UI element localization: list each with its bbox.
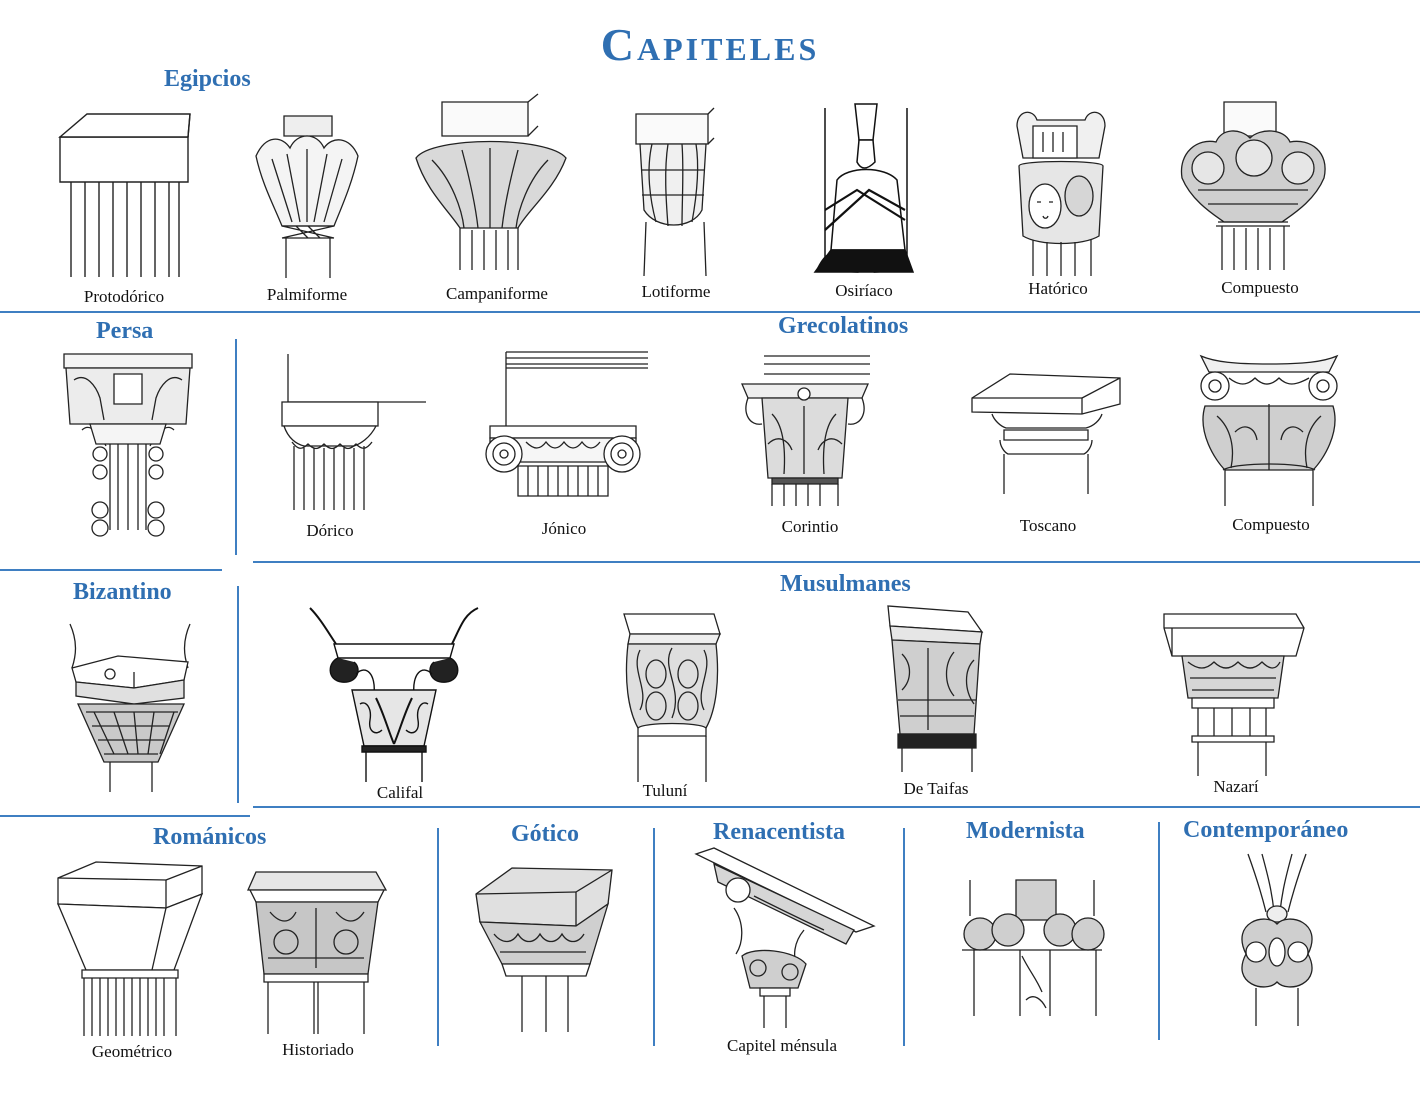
- label-corintio: Corintio: [781, 517, 839, 536]
- capital-modernista-image: [950, 876, 1114, 1018]
- heading-bizantino: Bizantino: [73, 579, 172, 605]
- capital-compuesto-grecolatino-image: [1195, 352, 1343, 508]
- label-dorico: Dórico: [306, 521, 354, 540]
- capital-contemporaneo-image: [1226, 852, 1328, 1028]
- divider-romanicos: [437, 828, 439, 1046]
- label-geometrico: Geométrico: [91, 1042, 173, 1061]
- divider-row-2b: [253, 561, 1420, 563]
- heading-contemporaneo: Contemporáneo: [1183, 817, 1349, 843]
- divider-gotico: [653, 828, 655, 1046]
- divider-bizantino: [237, 586, 239, 803]
- label-capitel-mensula: Capitel ménsula: [726, 1036, 838, 1055]
- page-title: Capiteles: [600, 19, 820, 70]
- label-campaniforme: Campaniforme: [446, 284, 548, 303]
- capital-jonico-image: [482, 350, 644, 500]
- label-toscano: Toscano: [1019, 516, 1077, 535]
- divider-row-1: [0, 311, 1420, 313]
- capital-compuesto-egipcio-image: [1178, 98, 1330, 272]
- heading-modernista: Modernista: [966, 818, 1085, 844]
- capital-osiriaco-image: [807, 100, 923, 274]
- label-osiriaco: Osiríaco: [835, 281, 893, 300]
- capital-lotiforme-image: [632, 110, 718, 278]
- divider-persa: [235, 339, 237, 555]
- capital-persa-image: [60, 350, 196, 546]
- capital-campaniforme-image: [412, 100, 570, 275]
- label-califal: Califal: [376, 783, 424, 802]
- heading-romanicos: Románicos: [153, 824, 267, 850]
- capital-corintio-image: [738, 354, 872, 508]
- label-lotiforme: Lotiforme: [641, 282, 711, 301]
- heading-egipcios: Egipcios: [164, 66, 251, 92]
- label-de-taifas: De Taifas: [903, 779, 969, 798]
- capital-califal-image: [306, 604, 482, 784]
- divider-row-2a: [0, 569, 222, 571]
- capital-tuluni-image: [620, 610, 724, 784]
- capital-dorico-image: [280, 352, 428, 512]
- heading-musulmanes: Musulmanes: [780, 571, 911, 597]
- label-palmiforme: Palmiforme: [266, 285, 348, 304]
- capital-nazari-image: [1162, 608, 1306, 778]
- label-tuluni: Tuluní: [642, 781, 688, 800]
- label-hatorico: Hatórico: [1028, 279, 1088, 298]
- label-compuesto-grecolatino: Compuesto: [1232, 515, 1310, 534]
- capital-hatorico-image: [1013, 106, 1109, 278]
- label-protodorico: Protodórico: [83, 287, 165, 306]
- capital-palmiforme-image: [252, 114, 362, 280]
- divider-modernista: [1158, 822, 1160, 1040]
- capital-mensula-image: [694, 846, 876, 1030]
- capital-historiado-image: [244, 868, 388, 1036]
- capital-bizantino-image: [64, 622, 196, 794]
- label-compuesto-egipcio: Compuesto: [1221, 278, 1299, 297]
- heading-renacentista: Renacentista: [713, 819, 845, 845]
- divider-renacentista: [903, 828, 905, 1046]
- heading-persa: Persa: [96, 318, 154, 344]
- capital-toscano-image: [970, 370, 1124, 496]
- capital-protodorico-image: [57, 112, 193, 280]
- capital-gotico-image: [472, 864, 616, 1034]
- label-nazari: Nazarí: [1213, 777, 1259, 796]
- heading-grecolatinos: Grecolatinos: [778, 313, 909, 339]
- capital-geometrico-image: [56, 860, 206, 1038]
- capital-de-taifas-image: [884, 604, 984, 774]
- label-historiado: Historiado: [282, 1040, 354, 1059]
- divider-row-3a: [0, 815, 250, 817]
- divider-row-3b: [253, 806, 1420, 808]
- label-jonico: Jónico: [541, 519, 587, 538]
- heading-gotico: Gótico: [511, 821, 579, 847]
